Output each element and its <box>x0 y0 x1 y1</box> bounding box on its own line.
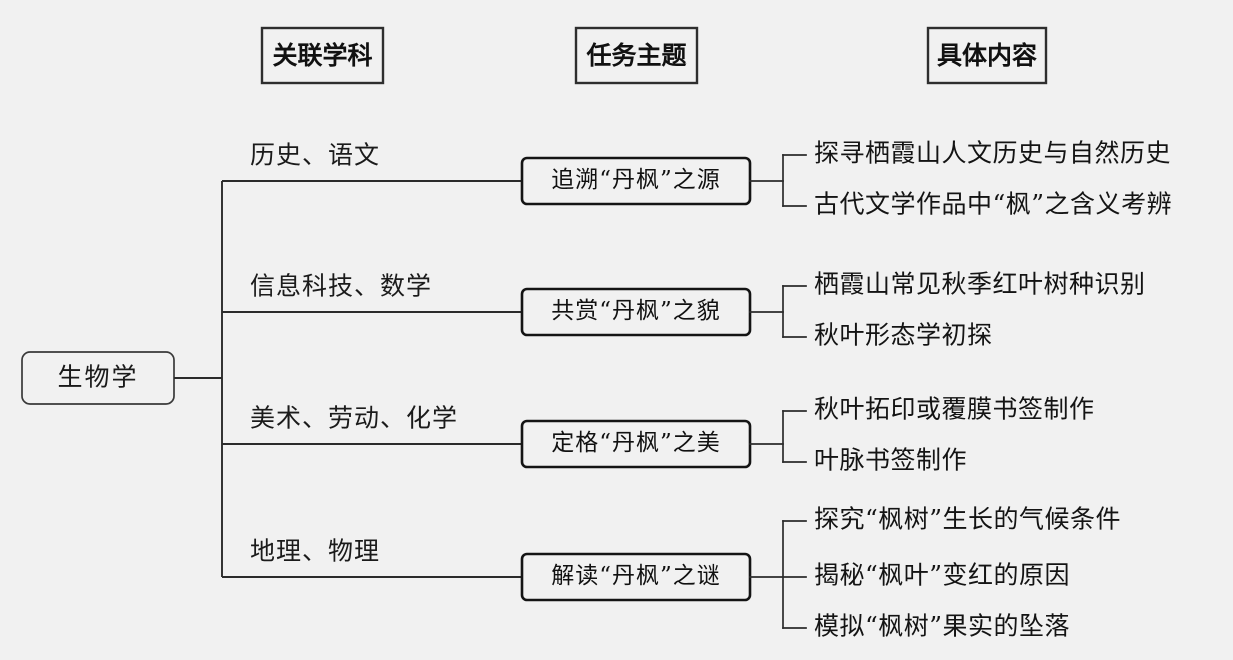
branch-2-leaf-1-label: 栖霞山常见秋季红叶树种识别 <box>814 270 1146 299</box>
header-box-associated-subjects: 关联学科 <box>260 26 385 85</box>
header-label-3: 具体内容 <box>937 41 1037 70</box>
branch-3-subjects: 美术、劳动、化学 <box>250 404 458 433</box>
branch-2-theme-label: 共赏“丹枫”之貌 <box>551 298 721 324</box>
header-label-2: 任务主题 <box>585 41 686 70</box>
branch-1: 历史、语文 追溯“丹枫”之源 探寻栖霞山人文历史与自然历史 古代文学作品中“枫”… <box>250 139 1172 219</box>
branch-1-leaf-2-label: 古代文学作品中“枫”之含义考辨 <box>814 190 1172 219</box>
header-box-task-theme: 任务主题 <box>574 26 699 85</box>
branch-4-theme-label: 解读“丹枫”之谜 <box>551 563 721 589</box>
branch-3-theme-label: 定格“丹枫”之美 <box>551 430 721 456</box>
branch-2-subjects: 信息科技、数学 <box>250 272 432 301</box>
branch-3: 美术、劳动、化学 定格“丹枫”之美 秋叶拓印或覆膜书签制作 叶脉书签制作 <box>250 395 1095 475</box>
root-node[interactable]: 生物学 <box>21 351 175 405</box>
header-box-3-frame <box>926 26 1048 85</box>
branch-3-leaf-2-label: 叶脉书签制作 <box>814 446 967 475</box>
header-box-2-frame <box>574 26 699 85</box>
branch-4: 地理、物理 解读“丹枫”之谜 探究“枫树”生长的气候条件 揭秘“枫叶”变红的原因… <box>250 505 1121 641</box>
branch-1-subjects: 历史、语文 <box>250 141 380 170</box>
branch-4-subjects: 地理、物理 <box>250 537 380 566</box>
trunk-connector <box>174 180 522 578</box>
branch-1-theme-label: 追溯“丹枫”之源 <box>551 167 721 193</box>
header-box-1-frame <box>260 26 385 85</box>
header-label-1: 关联学科 <box>272 41 372 70</box>
root-node-label: 生物学 <box>57 363 138 392</box>
branch-4-leaf-1-label: 探究“枫树”生长的气候条件 <box>814 505 1121 534</box>
branch-2: 信息科技、数学 共赏“丹枫”之貌 栖霞山常见秋季红叶树种识别 秋叶形态学初探 <box>250 270 1146 350</box>
branch-4-leaf-2-label: 揭秘“枫叶”变红的原因 <box>814 561 1070 590</box>
branch-1-leaf-1-label: 探寻栖霞山人文历史与自然历史 <box>814 139 1171 168</box>
header-box-specific-content: 具体内容 <box>926 26 1048 85</box>
branch-4-leaf-3-label: 模拟“枫树”果实的坠落 <box>814 612 1070 641</box>
branch-3-leaf-1-label: 秋叶拓印或覆膜书签制作 <box>814 395 1095 424</box>
branch-2-leaf-2-label: 秋叶形态学初探 <box>814 321 993 350</box>
